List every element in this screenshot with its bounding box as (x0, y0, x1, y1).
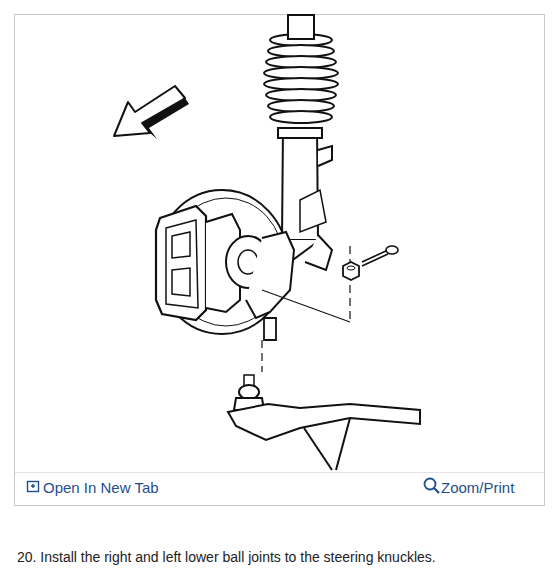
coil-winding (270, 111, 332, 123)
open-tab-link: Open In New Tab (43, 479, 159, 496)
step-instruction: 20. Install the right and left lower bal… (17, 549, 436, 565)
zoom-print-link: Zoom/Print (441, 479, 514, 496)
